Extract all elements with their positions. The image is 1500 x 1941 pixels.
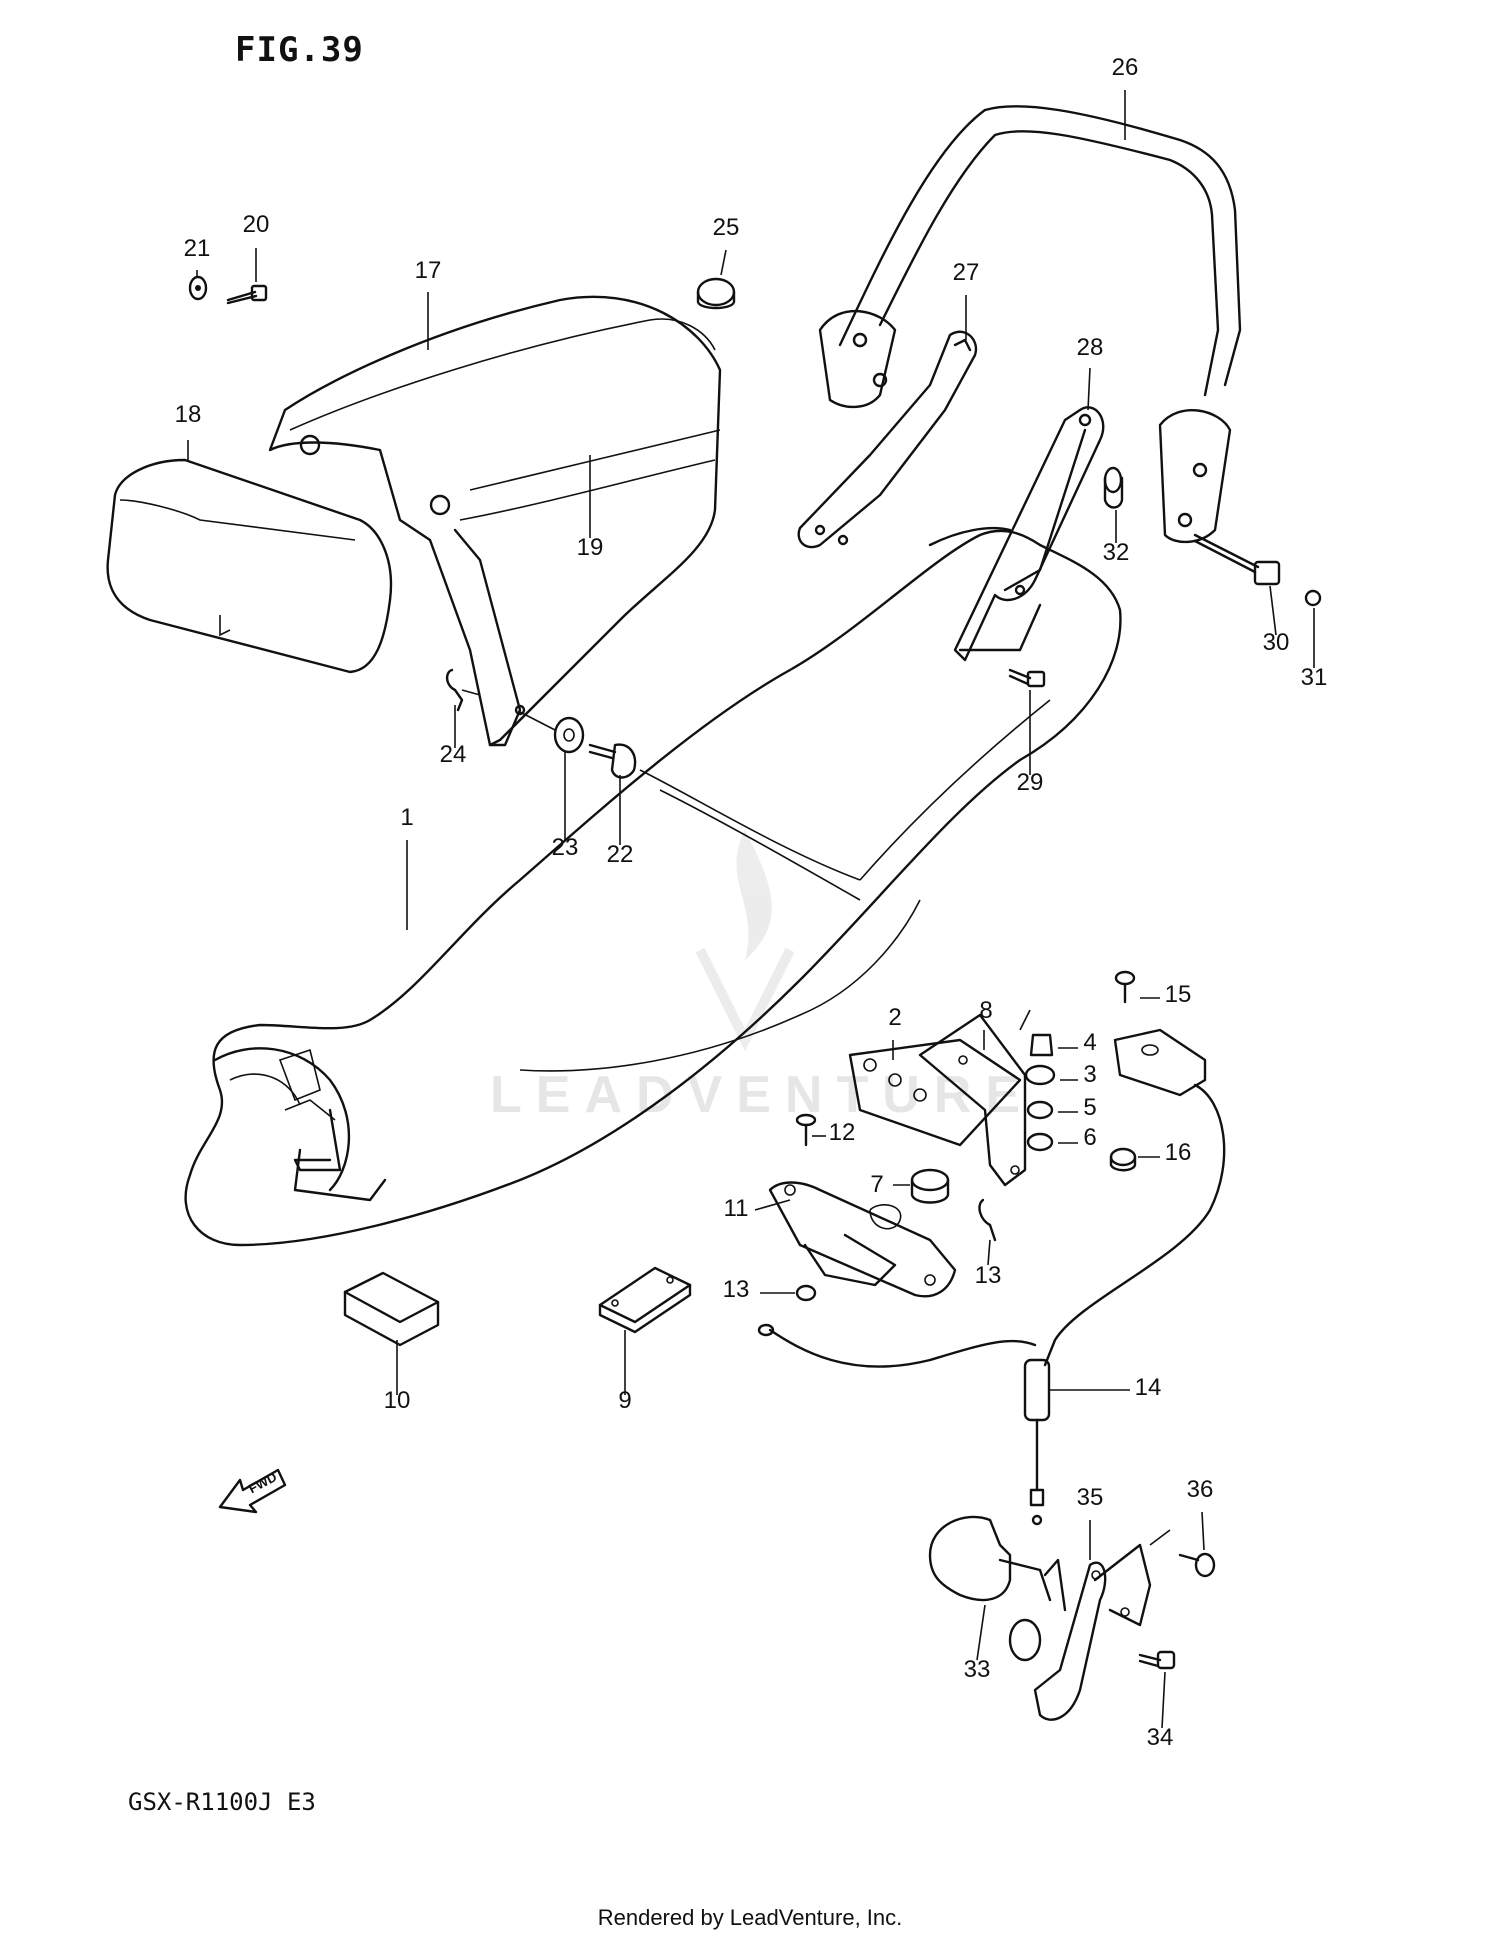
leader-line-25	[720, 249, 727, 276]
callout-25: 25	[713, 214, 740, 241]
callout-27: 27	[953, 259, 980, 286]
callout-26: 26	[1112, 54, 1139, 81]
washer-23	[519, 711, 585, 754]
bolt-36	[1178, 1552, 1216, 1578]
callout-1: 1	[400, 804, 413, 831]
cushion-6	[1026, 1132, 1054, 1152]
bracket-27	[797, 330, 978, 549]
callout-22: 22	[607, 841, 634, 868]
callout-24: 24	[440, 741, 467, 768]
callout-11: 11	[724, 1195, 749, 1222]
leader-line-13	[987, 1239, 991, 1266]
grommet-25	[696, 277, 736, 310]
callout-31: 31	[1301, 664, 1328, 691]
callout-29: 29	[1017, 769, 1044, 796]
watermark-logo	[695, 830, 795, 1052]
callout-28: 28	[1077, 334, 1104, 361]
figure-title: FIG.39	[235, 30, 364, 70]
cable-holder-plate	[1113, 1028, 1207, 1097]
callout-13: 13	[723, 1276, 750, 1303]
nut-16	[1109, 1147, 1137, 1172]
cap-31	[1304, 589, 1322, 607]
pad-9	[598, 1266, 692, 1334]
callout-7: 7	[870, 1171, 883, 1198]
clip-24	[445, 668, 481, 712]
leader-line-28	[1087, 367, 1091, 411]
hinge-bracket-8	[918, 1013, 1027, 1187]
bolt-30	[1193, 533, 1281, 586]
lock-bracket-35	[1033, 1529, 1171, 1721]
rear-seat-pad	[106, 458, 393, 674]
washer-5	[1026, 1100, 1054, 1120]
model-code: GSX-R1100J E3	[128, 1788, 316, 1816]
screw-12	[795, 1113, 817, 1147]
screw-15	[1114, 970, 1136, 1004]
seat-lock-cable	[757, 1083, 1226, 1526]
callout-9: 9	[618, 1387, 631, 1414]
bolt-34	[1138, 1650, 1176, 1670]
leader-line-30	[1269, 585, 1277, 636]
bolt-22	[588, 743, 637, 779]
grab-rail	[818, 105, 1242, 544]
leader-line-11	[754, 1199, 791, 1211]
callout-19: 19	[577, 534, 604, 561]
callout-23: 23	[552, 834, 579, 861]
pad-10	[343, 1271, 440, 1347]
callout-34: 34	[1147, 1724, 1174, 1751]
nut-13-left	[795, 1284, 817, 1302]
callout-15: 15	[1165, 981, 1192, 1008]
render-credit: Rendered by LeadVenture, Inc.	[597, 1905, 903, 1930]
leader-line-36	[1201, 1511, 1205, 1551]
fwd-arrow-icon: FWD	[218, 1468, 287, 1514]
callout-33: 33	[964, 1656, 991, 1683]
callout-8: 8	[979, 997, 992, 1024]
callout-32: 32	[1103, 539, 1130, 566]
leader-line-33	[976, 1604, 986, 1661]
callout-5: 5	[1083, 1094, 1096, 1121]
latch-plate-11	[768, 1181, 957, 1298]
callout-10: 10	[384, 1387, 411, 1414]
watermark: LEADVENTURE	[490, 1066, 1035, 1124]
rubber-cap-4	[1029, 1033, 1054, 1057]
callout-30: 30	[1263, 629, 1290, 656]
callout-13: 13	[975, 1262, 1002, 1289]
bolt-20	[226, 284, 268, 305]
leader-line-34	[1161, 1671, 1166, 1729]
callout-35: 35	[1077, 1484, 1104, 1511]
cushion-3	[1024, 1064, 1056, 1086]
washer-21	[188, 275, 208, 301]
callout-12: 12	[829, 1119, 856, 1146]
callout-layer: 1234567891011121313141516171819202122232…	[175, 54, 1328, 1751]
clip-13-right	[978, 1198, 997, 1242]
collar-32	[1103, 466, 1124, 509]
bracket-28	[953, 406, 1105, 662]
callout-2: 2	[888, 1004, 901, 1031]
seat-lock-33	[928, 1515, 1067, 1662]
bolt-29	[1008, 668, 1046, 688]
cushion-7	[910, 1168, 950, 1204]
callout-6: 6	[1083, 1124, 1096, 1151]
seat-assembly	[184, 526, 1122, 1247]
seat-tail-cover	[268, 295, 722, 747]
callout-16: 16	[1165, 1139, 1192, 1166]
callout-3: 3	[1083, 1061, 1096, 1088]
callout-21: 21	[184, 235, 211, 262]
callout-20: 20	[243, 211, 270, 238]
callout-17: 17	[415, 257, 442, 284]
latch-bracket-2	[848, 1038, 1022, 1147]
callout-14: 14	[1135, 1374, 1162, 1401]
callout-36: 36	[1187, 1476, 1214, 1503]
callout-4: 4	[1083, 1029, 1096, 1056]
callout-18: 18	[175, 401, 202, 428]
